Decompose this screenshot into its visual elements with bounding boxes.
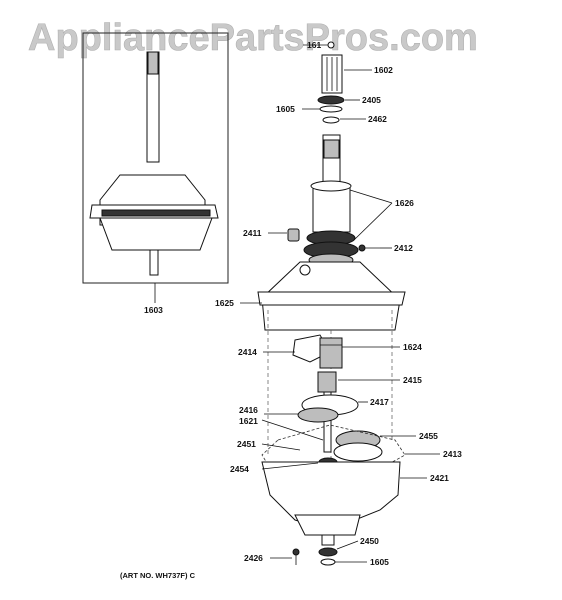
label-2405: 2405 xyxy=(362,95,381,105)
inset-frame xyxy=(82,32,229,284)
label-2451: 2451 xyxy=(237,439,256,449)
label-2415: 2415 xyxy=(403,375,422,385)
watermark-logo: AppliancePartsPros.com xyxy=(28,17,478,59)
main-shaft-spline xyxy=(323,139,340,159)
part-2411-cap xyxy=(287,228,300,242)
leader-2451 xyxy=(261,443,301,451)
leader-2450 xyxy=(336,540,359,550)
label-2417: 2417 xyxy=(370,397,389,407)
inset-assembly xyxy=(82,32,229,303)
label-2416: 2416 xyxy=(239,405,258,415)
label-1605-top: 1605 xyxy=(276,104,295,114)
part-2421-base xyxy=(294,514,361,536)
leader-1626a xyxy=(349,189,393,204)
part-2462-washer xyxy=(322,116,340,124)
label-161: 161 xyxy=(307,40,321,50)
label-1625: 1625 xyxy=(215,298,234,308)
leader-1626b xyxy=(353,202,393,241)
label-1603: 1603 xyxy=(144,305,163,315)
part-1605-top-ring xyxy=(319,105,343,113)
part-2412-head xyxy=(358,244,366,252)
part-2415-pinion xyxy=(317,371,337,393)
label-2414: 2414 xyxy=(238,347,257,357)
inset-housing-body xyxy=(99,217,213,251)
label-2462: 2462 xyxy=(368,114,387,124)
part-1626-tube xyxy=(312,184,351,233)
label-2450: 2450 xyxy=(360,536,379,546)
inset-bottom-shaft xyxy=(149,249,159,276)
label-1626: 1626 xyxy=(395,198,414,208)
part-2405-ring xyxy=(317,95,345,105)
part-2416-gear xyxy=(297,407,339,423)
inset-housing-dark-band xyxy=(101,209,211,217)
label-2411: 2411 xyxy=(243,228,262,238)
leader-2454 xyxy=(261,462,319,470)
part-2426-head xyxy=(292,548,300,556)
label-2455: 2455 xyxy=(419,431,438,441)
label-2421: 2421 xyxy=(430,473,449,483)
art-number: (ART NO. WH737F) C xyxy=(120,571,196,580)
part-1625-flange xyxy=(257,291,406,306)
part-1626-cap xyxy=(310,180,352,192)
label-1621: 1621 xyxy=(239,416,258,426)
label-2413: 2413 xyxy=(443,449,462,459)
part-1605-bottom-ring xyxy=(320,558,336,566)
part-1624-gear xyxy=(319,337,343,369)
label-1605-bottom: 1605 xyxy=(370,557,389,567)
part-1625-boss xyxy=(299,264,311,276)
part-2413-gasket xyxy=(261,424,406,481)
part-2455-gear-base xyxy=(333,442,383,462)
leader-1621 xyxy=(261,419,324,441)
inset-shaft-spline xyxy=(147,51,159,75)
label-1624: 1624 xyxy=(403,342,422,352)
part-161-pin xyxy=(327,41,335,49)
part-2421-outlet xyxy=(321,534,335,546)
label-1602: 1602 xyxy=(374,65,393,75)
label-2426: 2426 xyxy=(244,553,263,563)
part-2450-seal xyxy=(318,547,338,557)
label-2454: 2454 xyxy=(230,464,249,474)
label-2412: 2412 xyxy=(394,243,413,253)
